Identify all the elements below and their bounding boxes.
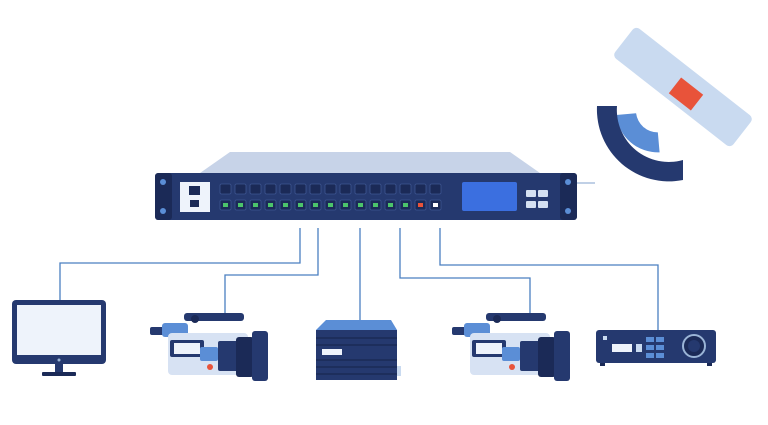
port-status-led — [268, 203, 273, 207]
ethernet-port — [324, 183, 337, 195]
port-status-led — [223, 203, 228, 207]
lcd-display — [462, 182, 517, 211]
link-monitor — [59, 228, 301, 300]
ethernet-port — [384, 183, 397, 195]
right-rack-ear — [560, 173, 577, 220]
port-status-led — [328, 203, 333, 207]
nav-button[interactable] — [526, 190, 536, 197]
av-receiver-icon — [596, 330, 716, 366]
connection-lines — [59, 182, 659, 330]
port-status-led — [313, 203, 318, 207]
port-status-led — [418, 203, 423, 207]
port-status-led — [253, 203, 258, 207]
port-status-led — [343, 203, 348, 207]
ethernet-port — [249, 183, 262, 195]
port-status-led — [238, 203, 243, 207]
link-camcorder-1 — [224, 228, 319, 313]
link-receiver — [439, 228, 659, 330]
ethernet-port — [414, 183, 427, 195]
desktop-monitor-icon — [12, 300, 106, 376]
left-rack-ear — [155, 173, 172, 220]
link-camcorder-2 — [399, 228, 531, 313]
video-camera-icon — [150, 313, 268, 381]
nav-button[interactable] — [538, 190, 548, 197]
port-status-led — [403, 203, 408, 207]
ethernet-port — [369, 183, 382, 195]
port-status-led — [388, 203, 393, 207]
ethernet-port — [264, 183, 277, 195]
usb-port-icon — [190, 200, 199, 207]
ethernet-port — [234, 183, 247, 195]
ethernet-port — [399, 183, 412, 195]
port-grid — [219, 183, 442, 211]
nav-button[interactable] — [526, 201, 536, 208]
ethernet-port — [354, 183, 367, 195]
port-status-led — [283, 203, 288, 207]
media-server-box-icon — [316, 320, 401, 380]
ethernet-port — [429, 183, 442, 195]
rack-switch-icon — [155, 152, 577, 220]
port-status-led — [298, 203, 303, 207]
port-status-led — [373, 203, 378, 207]
video-camera-icon — [452, 313, 570, 381]
ethernet-port — [279, 183, 292, 195]
ethernet-port — [294, 183, 307, 195]
ethernet-port — [309, 183, 322, 195]
ethernet-jack-icon — [189, 186, 200, 195]
ethernet-port — [339, 183, 352, 195]
port-status-led — [358, 203, 363, 207]
ethernet-port — [219, 183, 232, 195]
satellite-icon — [596, 27, 752, 182]
port-status-led — [433, 203, 438, 207]
nav-button[interactable] — [538, 201, 548, 208]
